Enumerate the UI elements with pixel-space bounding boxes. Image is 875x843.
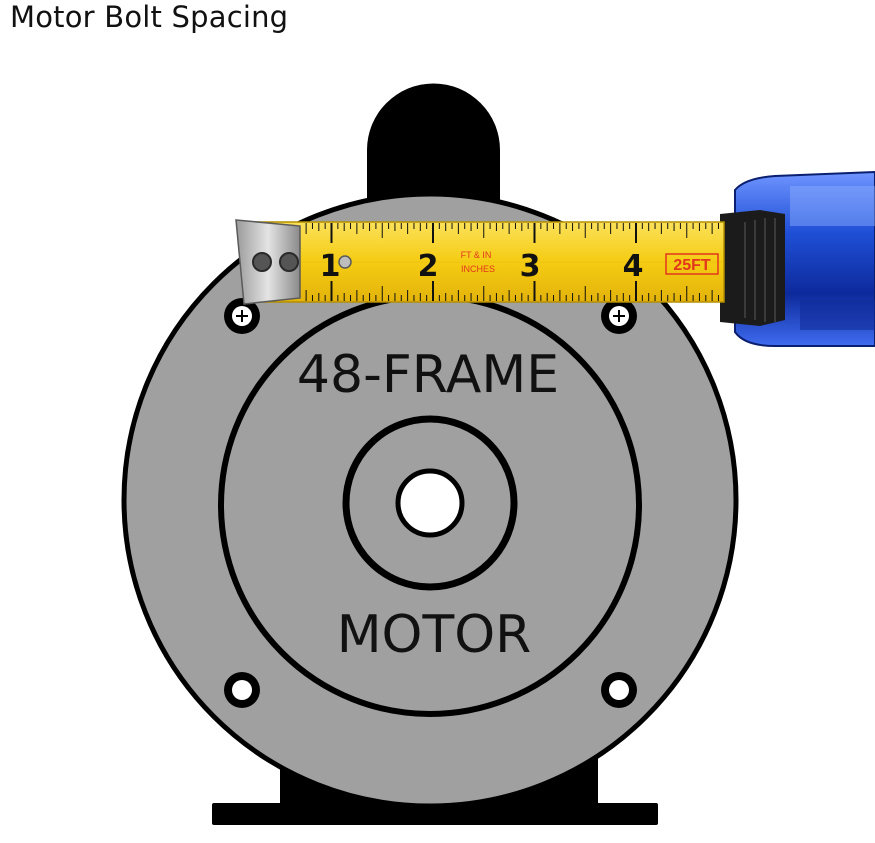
bolt-hole-bottom-right <box>601 672 637 708</box>
tape-ticks <box>305 223 719 301</box>
diagram-title: Motor Bolt Spacing <box>10 0 289 34</box>
tape-hook <box>235 219 352 305</box>
tape-blade <box>245 221 725 303</box>
motor-label: MOTOR <box>337 605 532 665</box>
frame-label: 48-FRAME <box>297 345 559 405</box>
bolt-marker-top-left-icon <box>224 298 260 334</box>
shaft-boss-ring <box>342 415 518 591</box>
tape-measure-case <box>720 170 875 347</box>
bolt-marker-top-right-icon <box>601 298 637 334</box>
tape-number-3: 3 <box>520 249 541 284</box>
shaft-hole <box>395 468 465 538</box>
tape-number-1: 1 <box>320 249 341 284</box>
tape-rating: 25FT <box>673 257 711 274</box>
tape-rating-badge: 25FT <box>665 253 719 275</box>
tape-brand-line-1: FT & IN <box>461 250 492 260</box>
bolt-hole-bottom-left <box>224 672 260 708</box>
tape-brand-line-2: INCHES <box>461 264 495 274</box>
tape-number-4: 4 <box>623 249 644 284</box>
tape-number-2: 2 <box>418 249 439 284</box>
